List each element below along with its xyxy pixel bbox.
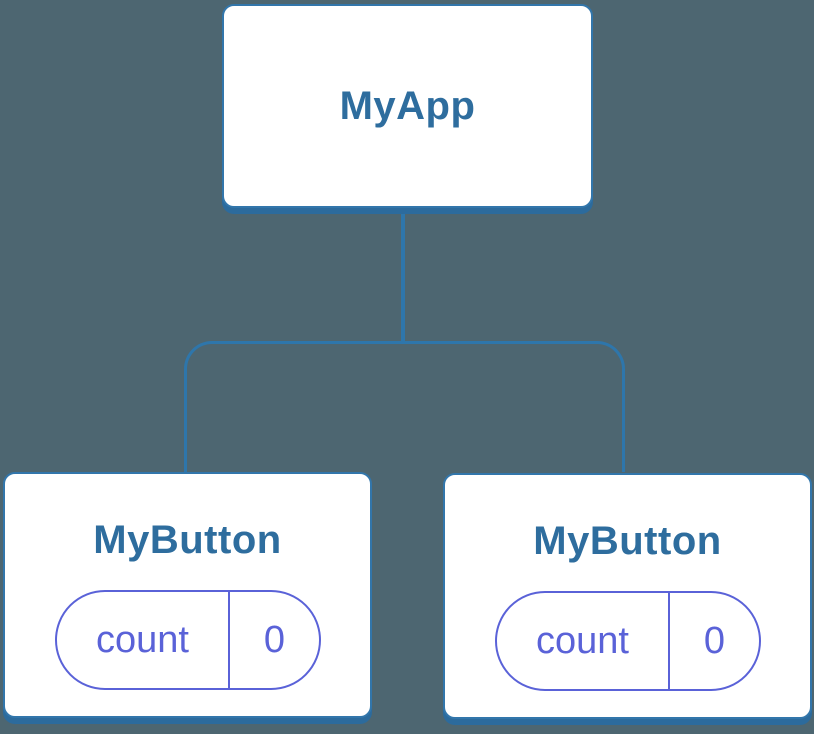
root-component-label: MyApp xyxy=(339,83,476,128)
state-key-label: count xyxy=(497,593,670,689)
state-pill: count 0 xyxy=(55,590,321,690)
child-component-card-right: MyButton count 0 xyxy=(443,473,812,719)
state-key-label: count xyxy=(57,592,230,688)
branch-bracket-connector xyxy=(184,341,625,472)
child-component-label: MyButton xyxy=(533,519,722,563)
child-component-card-left: MyButton count 0 xyxy=(3,472,372,718)
root-component-card: MyApp xyxy=(222,4,593,208)
state-value-label: 0 xyxy=(263,618,286,661)
state-pill: count 0 xyxy=(495,591,761,691)
child-component-label: MyButton xyxy=(93,518,282,562)
trunk-connector-line xyxy=(401,214,405,343)
state-value-label: 0 xyxy=(703,619,726,662)
